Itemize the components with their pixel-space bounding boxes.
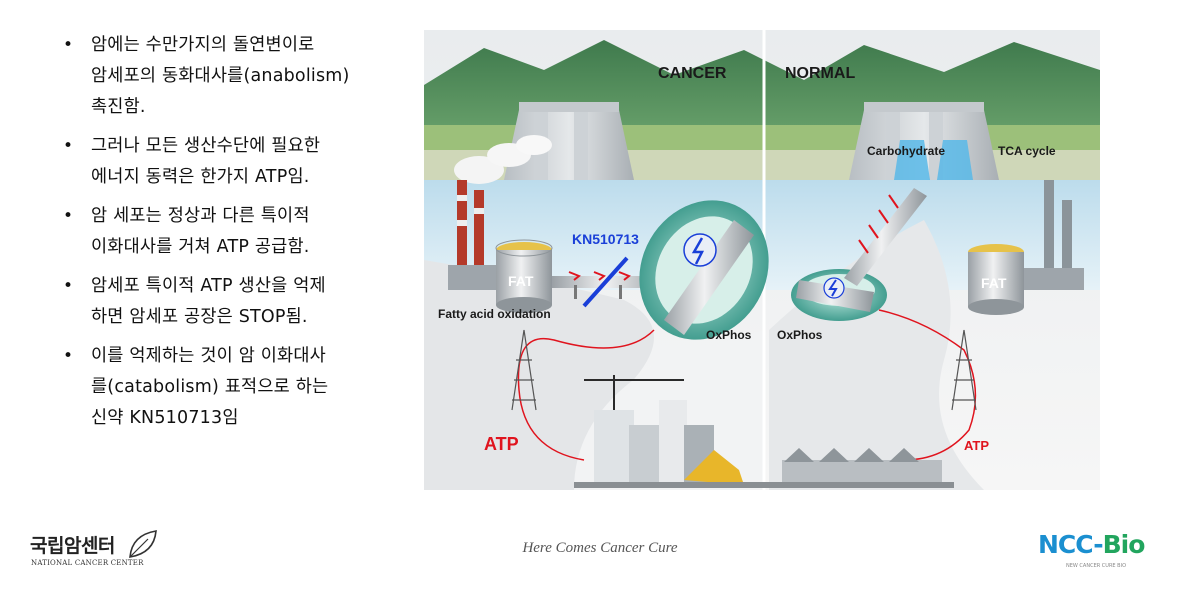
- label-atp-normal: ATP: [964, 438, 989, 453]
- label-tca-cycle: TCA cycle: [998, 144, 1056, 158]
- fat-barrel-cancer: [495, 239, 553, 313]
- fat-barrel-normal: [968, 244, 1024, 315]
- bullet-line: 그러나 모든 생산수단에 필요한: [91, 136, 321, 156]
- power-line-normal: [878, 309, 977, 461]
- diagram-svg: CANCER NORMAL Carbohydrate TCA cycle KN5…: [424, 30, 1100, 490]
- bullet-dot: •: [63, 35, 74, 55]
- bullet-line: 이화대사를 거쳐 ATP 공급함.: [91, 237, 310, 257]
- buildings-cancer: [574, 375, 774, 488]
- bullet-line: 를(catabolism) 표적으로 하는: [91, 377, 329, 397]
- houses-normal: [774, 448, 954, 488]
- bullet-dot: •: [63, 346, 74, 366]
- label-carbohydrate: Carbohydrate: [867, 144, 945, 158]
- dam-normal: [849, 102, 999, 180]
- ncc-bio-subtitle: NEW CANCER CURE BIO: [1066, 563, 1127, 569]
- label-fat-left: FAT: [508, 273, 534, 289]
- turbine-normal: [791, 269, 887, 321]
- label-atp-cancer: ATP: [484, 434, 519, 454]
- tagline: Here Comes Cancer Cure: [522, 540, 678, 556]
- label-normal: NORMAL: [785, 65, 855, 82]
- label-fatty-acid-oxidation: Fatty acid oxidation: [438, 307, 551, 321]
- bullet-line: 암세포 특이적 ATP 생산을 억제: [91, 276, 326, 296]
- bullet-line: 암세포의 동화대사를(anabolism): [91, 66, 350, 86]
- label-oxphos-cancer: OxPhos: [706, 328, 752, 342]
- pipe-normal: [844, 188, 927, 286]
- label-drug: KN510713: [572, 231, 639, 247]
- label-oxphos-normal: OxPhos: [777, 328, 823, 342]
- logo-korean-name: 국립암센터: [30, 535, 115, 557]
- ncc-wordmark-main: NCC-: [1038, 530, 1104, 559]
- bullet-dot: •: [63, 206, 74, 226]
- bullet-line: 암 세포는 정상과 다른 특이적: [91, 206, 310, 226]
- power-line-cancer: [517, 329, 655, 461]
- turbine-cancer: [639, 200, 769, 340]
- tower-normal: [951, 329, 977, 411]
- bullet-line: 에너지 동력은 한가지 ATP임.: [91, 167, 310, 187]
- chimneys-normal: [1024, 180, 1084, 290]
- label-cancer: CANCER: [658, 65, 727, 82]
- cancer-vs-normal-illustration: CANCER NORMAL Carbohydrate TCA cycle KN5…: [424, 30, 1100, 490]
- leaf-icon: [129, 530, 157, 558]
- bullet-line: 신약 KN510713임: [91, 408, 239, 428]
- ncc-wordmark-bio: Bio: [1102, 530, 1146, 559]
- logo-english-name: NATIONAL CANCER CENTER: [31, 559, 144, 567]
- ncc-bio-wordmark: NCC-Bio: [1038, 530, 1146, 559]
- bullet-line: 이를 억제하는 것이 암 이화대사: [91, 346, 326, 366]
- national-cancer-center-logo: 국립암센터 NATIONAL CANCER CENTER: [30, 530, 170, 575]
- tower-cancer: [511, 329, 537, 411]
- dam-cancer: [504, 102, 634, 180]
- ncc-bio-logo: NCC-Bio NEW CANCER CURE BIO: [1038, 530, 1178, 576]
- chimneys-cancer: [448, 135, 552, 290]
- drug-block-line: [582, 256, 629, 308]
- bullet-line: 암에는 수만가지의 돌연변이로: [91, 35, 315, 55]
- label-fat-right: FAT: [981, 275, 1007, 291]
- bullet-dot: •: [63, 136, 74, 156]
- bullet-line: 하면 암세포 공장은 STOP됨.: [91, 307, 308, 327]
- bullet-line: 촉진함.: [91, 97, 146, 117]
- bullet-dot: •: [63, 276, 74, 296]
